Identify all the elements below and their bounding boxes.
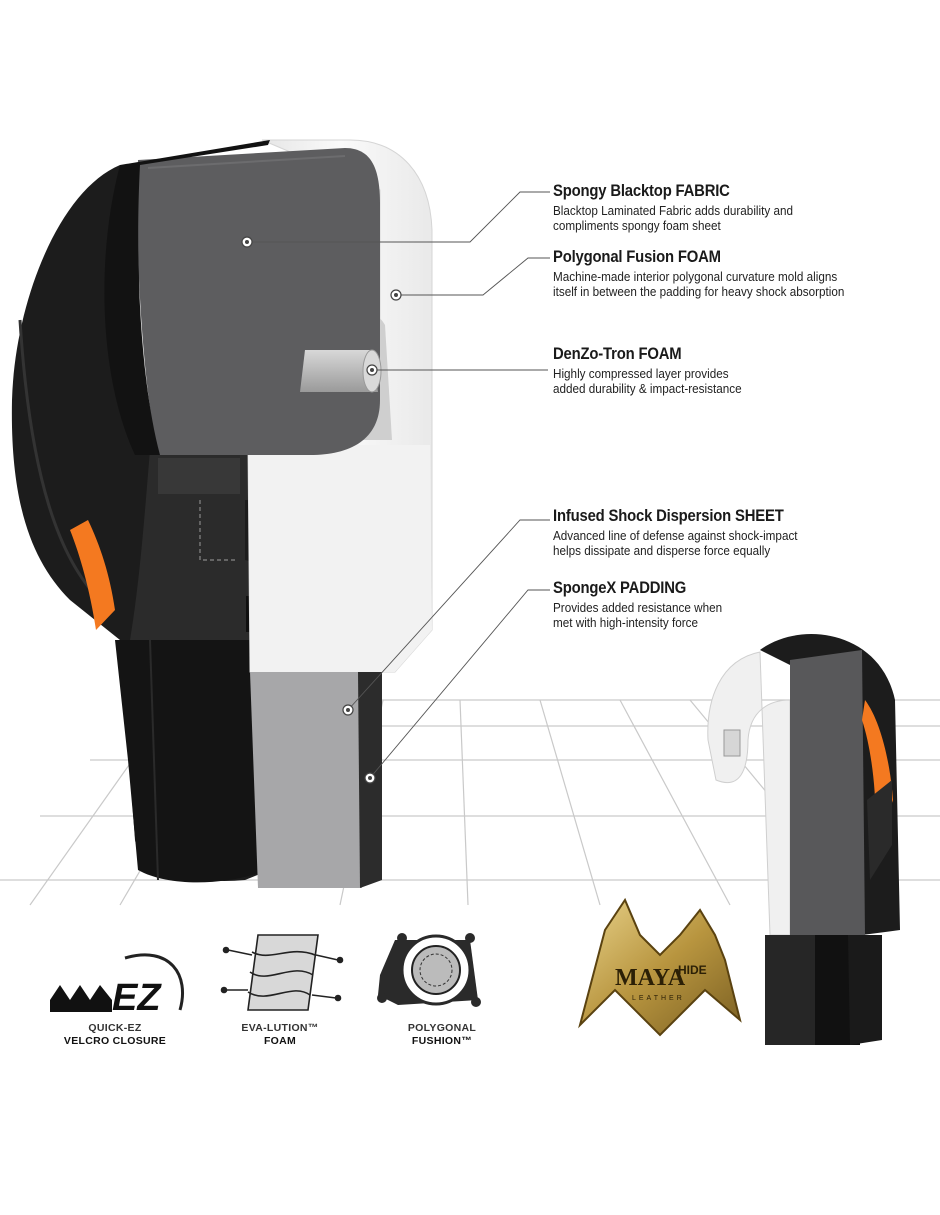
- callout-desc-line: Blacktop Laminated Fabric adds durabilit…: [553, 203, 793, 218]
- badge-line2: FOAM: [263, 1035, 297, 1047]
- badge-polygonal: POLYGONAL FUSHION™: [372, 1022, 512, 1048]
- foam-layers-icon: [220, 934, 344, 1011]
- hide-word: HIDE: [678, 963, 707, 977]
- maya-word: MAYA: [615, 965, 686, 991]
- callout-desc-line: compliments spongy foam sheet: [553, 218, 721, 233]
- callout-dots: [241, 236, 402, 784]
- callout-title: Infused Shock Dispersion SHEET: [553, 507, 784, 525]
- callout-spongex-padding: SpongeX PADDING Provides added resistanc…: [553, 579, 933, 631]
- side-glove: [707, 634, 900, 1045]
- infused-shock-sheet: [250, 672, 362, 888]
- polygonal-icon: [377, 933, 481, 1007]
- maya-hide-logo: MAYA HIDE LEATHER: [578, 897, 742, 1037]
- callout-desc-line: added durability & impact-resistance: [553, 381, 742, 396]
- callout-title: Spongy Blacktop FABRIC: [553, 182, 730, 200]
- side-glove-foam: [707, 651, 791, 936]
- badge-quick-ez: QUICK-EZ VELCRO CLOSURE: [40, 1022, 190, 1048]
- callout-desc-line: Provides added resistance when: [553, 600, 723, 615]
- velcro-icon: [50, 953, 185, 1012]
- glove-inner-lining: [130, 450, 265, 640]
- leather-word: LEATHER: [632, 995, 685, 1002]
- spongy-blacktop-fabric: [137, 148, 380, 455]
- callout-leaders: [247, 191, 550, 779]
- callout-desc-line: Highly compressed layer provides: [553, 366, 729, 381]
- badge-line2: VELCRO CLOSURE: [63, 1035, 167, 1047]
- callout-infused-shock-sheet: Infused Shock Dispersion SHEET Advanced …: [553, 507, 933, 559]
- callout-desc-line: met with high-intensity force: [553, 615, 699, 630]
- badge-line1: EVA-LUTION™: [241, 1022, 319, 1034]
- callout-title: Polygonal Fusion FOAM: [553, 248, 721, 266]
- main-glove-cutaway: [11, 139, 433, 888]
- callout-title: DenZo-Tron FOAM: [553, 345, 682, 363]
- badge-line1: QUICK-EZ: [88, 1022, 142, 1034]
- callout-desc-line: helps dissipate and disperse force equal…: [553, 543, 771, 558]
- glove-orange-accent: [70, 520, 115, 630]
- callout-title: SpongeX PADDING: [553, 579, 687, 597]
- callout-desc-line: itself in between the padding for heavy …: [553, 284, 845, 299]
- badge-line1: POLYGONAL: [407, 1022, 477, 1034]
- callout-spongy-blacktop-fabric: Spongy Blacktop FABRIC Blacktop Laminate…: [553, 182, 933, 234]
- badge-eva-lution: EVA-LUTION™ FOAM: [210, 1022, 350, 1048]
- callout-desc-line: Machine-made interior polygonal curvatur…: [553, 269, 838, 284]
- glove-top-black-layer: [104, 140, 270, 455]
- callout-desc-line: Advanced line of defense against shock-i…: [553, 528, 798, 543]
- callout-polygonal-fusion-foam: Polygonal Fusion FOAM Machine-made inter…: [553, 248, 933, 300]
- velcro-logo-text: EZ: [112, 977, 162, 1019]
- denzo-tron-foam: [300, 350, 378, 392]
- badge-line2: FUSHION™: [411, 1035, 473, 1047]
- callout-denzo-tron-foam: DenZo-Tron FOAM Highly compressed layer …: [553, 345, 933, 397]
- glove-cuff: [115, 640, 268, 883]
